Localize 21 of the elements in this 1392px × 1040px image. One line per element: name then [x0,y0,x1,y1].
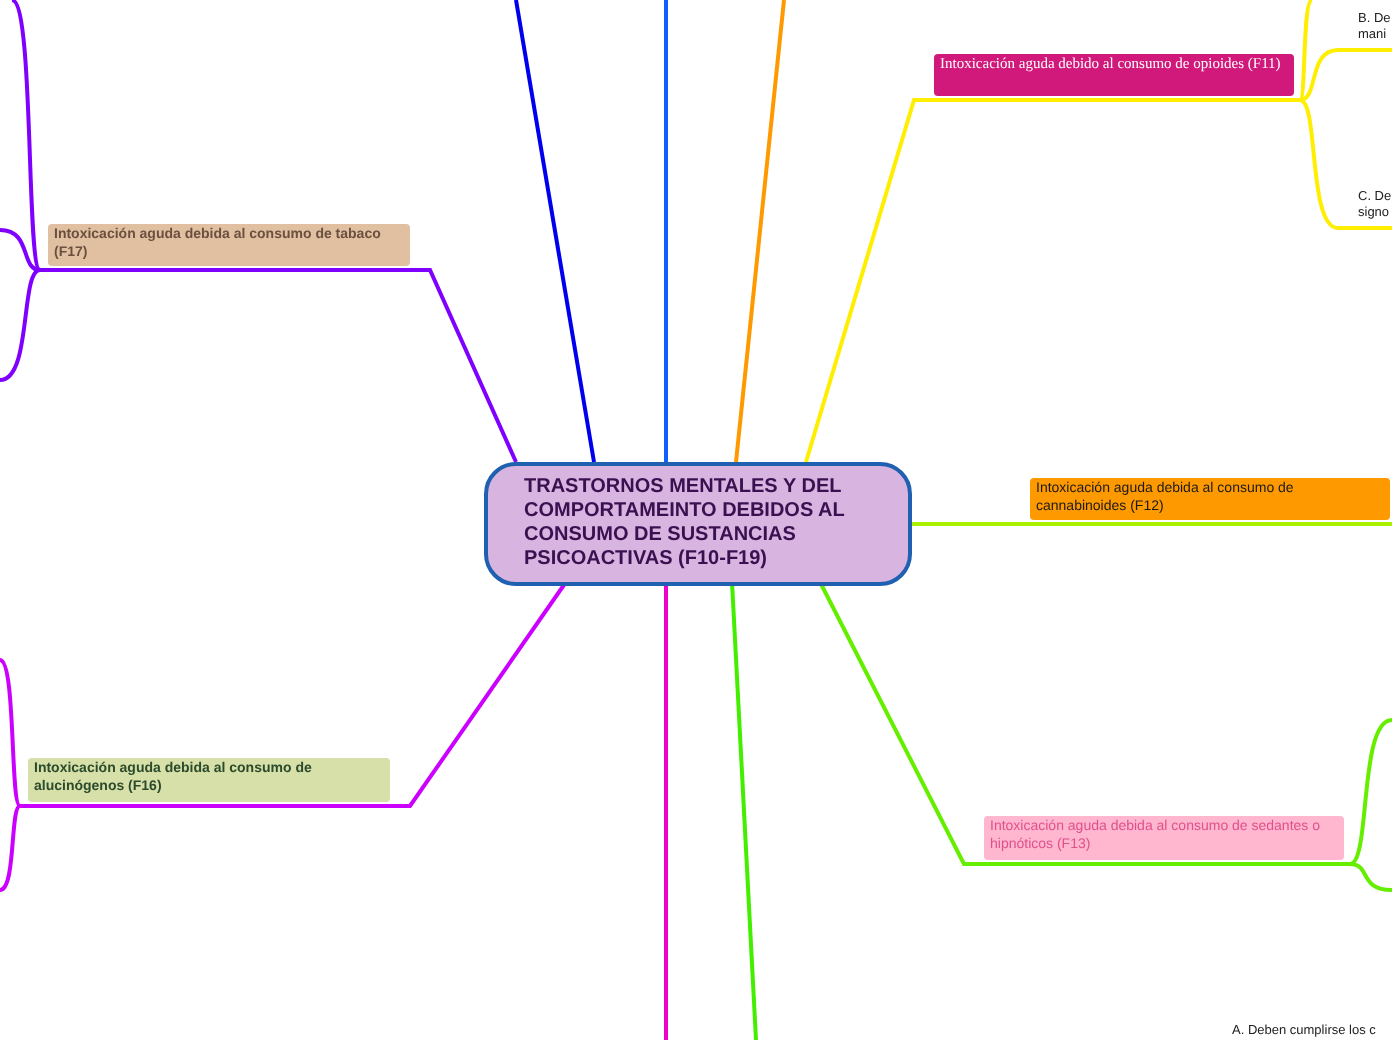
connector-line [804,98,1300,463]
connector-line [1348,718,1392,866]
connector-line [20,580,568,808]
connector-line [664,582,668,1040]
connector-line [1298,0,1314,101]
connector-line [730,581,758,1040]
connector-line [0,228,41,272]
connector-line [0,268,41,382]
connector-line [0,658,22,808]
connector-line [40,268,518,463]
connector-line [1298,98,1392,230]
connector-line [1349,862,1392,892]
connector-line [664,0,668,462]
connector-line [514,0,596,463]
connector-line [912,522,1392,526]
connector-line [734,0,786,463]
connector-line [1299,48,1392,102]
connector-line [818,581,1350,866]
central-topic: TRASTORNOS MENTALES Y DEL COMPORTAMEINTO DEBIDOS AL CONSUMO DE SUSTANCIAS PSICOACTIVAS (F10-F19) [484,462,912,586]
connector-line [0,804,22,892]
connector-line [10,0,42,271]
